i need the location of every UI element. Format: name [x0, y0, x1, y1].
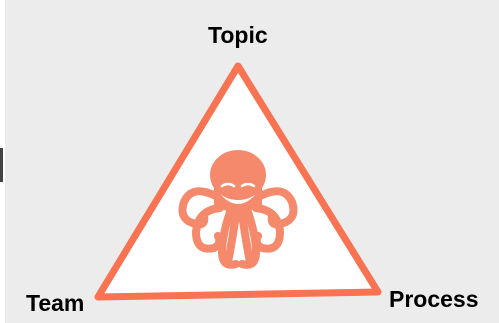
vertex-label-process: Process [389, 286, 479, 312]
vertex-label-team: Team [26, 290, 85, 316]
edge-mark [0, 148, 3, 182]
vertex-label-topic: Topic [208, 22, 268, 48]
octopus-icon [178, 150, 298, 269]
